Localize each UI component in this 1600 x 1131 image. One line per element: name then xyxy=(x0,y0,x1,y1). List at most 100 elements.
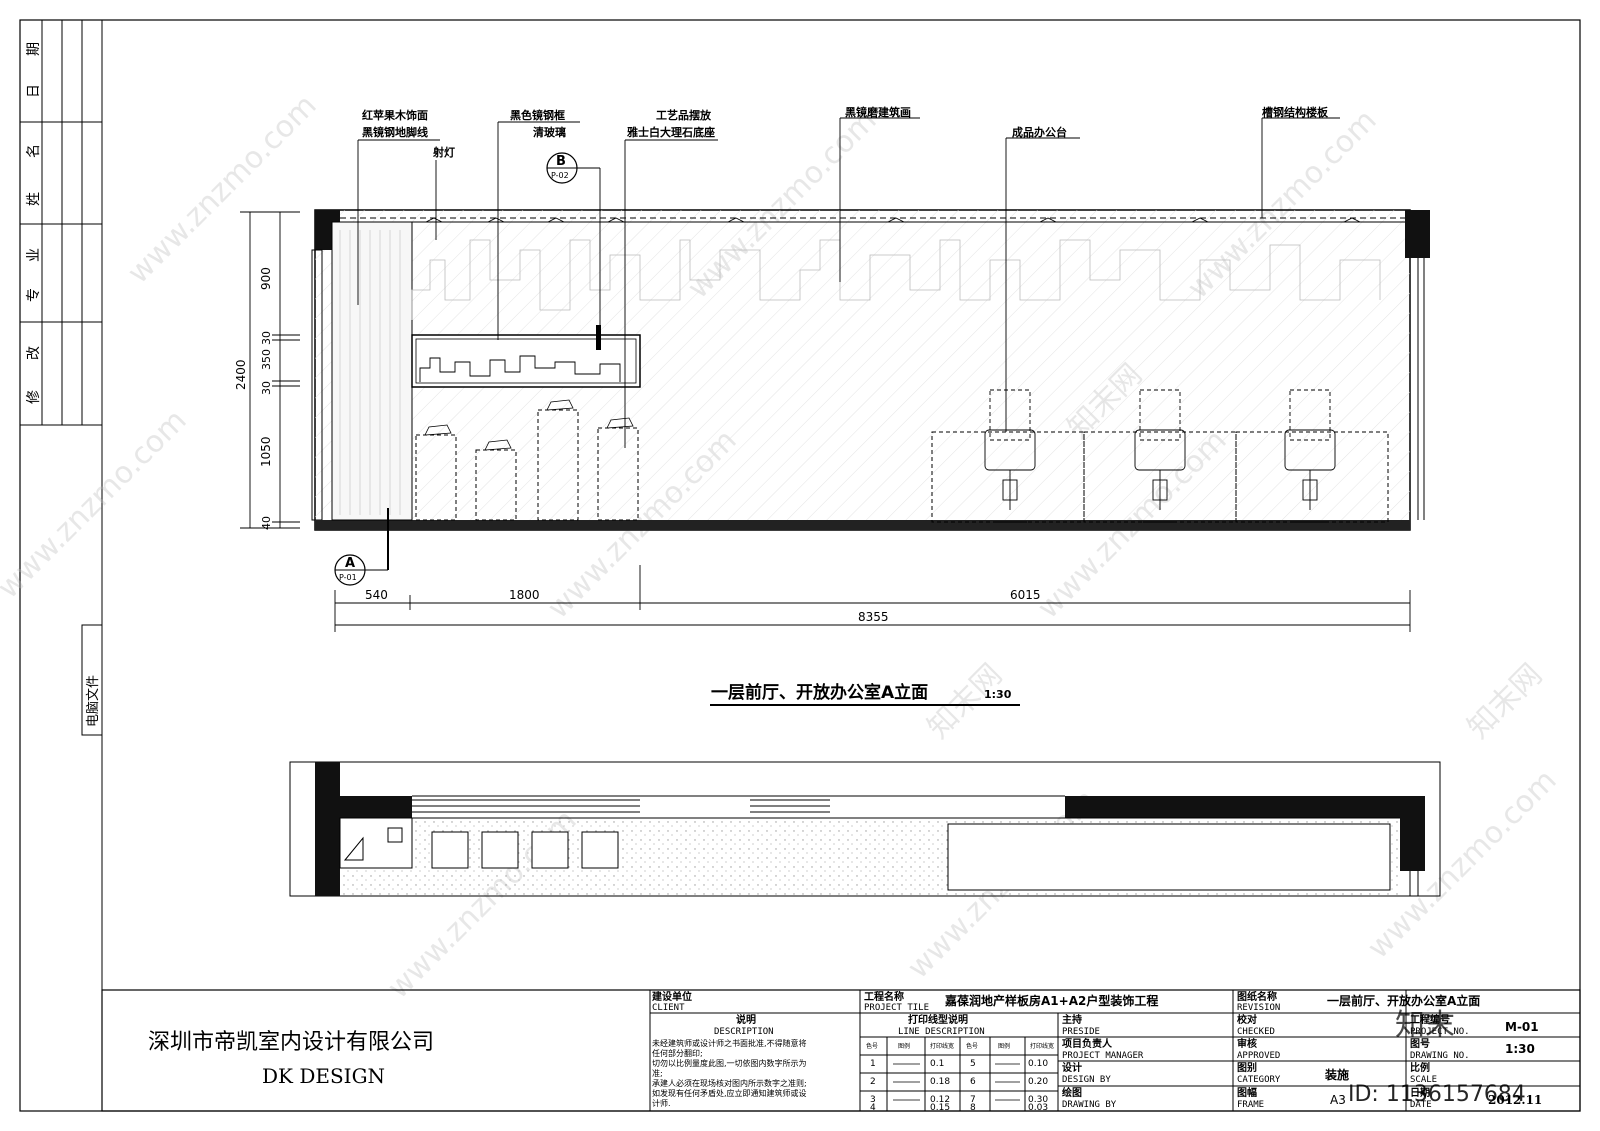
svg-text:CLIENT: CLIENT xyxy=(652,1003,685,1013)
svg-text:DESCRIPTION: DESCRIPTION xyxy=(714,1027,774,1037)
watermark-id: 知末 ID: 1136157684 xyxy=(1348,1008,1526,1107)
section-marker-a: A P-01 xyxy=(334,508,389,586)
vertical-dimensions xyxy=(240,211,300,529)
callout-red-apple-veneer: 红苹果木饰面 xyxy=(362,108,428,122)
svg-text:切勿以比例量度此图,一切依图内数字所示为: 切勿以比例量度此图,一切依图内数字所示为 xyxy=(652,1058,807,1068)
svg-text:日期: 日期 xyxy=(1410,1086,1430,1099)
callout-office-desk: 成品办公台 xyxy=(1012,125,1067,139)
svg-text:主持: 主持 xyxy=(1062,1013,1082,1026)
svg-text:打印线宽: 打印线宽 xyxy=(930,1042,954,1050)
svg-text:40: 40 xyxy=(260,516,273,530)
svg-text:3: 3 xyxy=(870,1095,876,1105)
svg-text:说明: 说明 xyxy=(736,1013,756,1026)
section-marker-b: B P-02 xyxy=(546,152,600,184)
svg-text:PRESIDE: PRESIDE xyxy=(1062,1027,1100,1037)
svg-text:知末网: 知末网 xyxy=(921,657,1009,745)
svg-text:1: 1 xyxy=(870,1059,876,1069)
svg-text:P-02: P-02 xyxy=(551,171,569,180)
project-name: 嘉葆润地产样板房A1+A2户型装饰工程 xyxy=(944,993,1158,1008)
svg-text:图例: 图例 xyxy=(998,1042,1010,1050)
svg-text:350: 350 xyxy=(260,349,273,370)
svg-text:www.znzmo.com: www.znzmo.com xyxy=(121,88,324,291)
svg-text:未经建筑师或设计师之书面批准,不得随意将: 未经建筑师或设计师之书面批准,不得随意将 xyxy=(652,1038,807,1048)
svg-text:装施: 装施 xyxy=(1324,1067,1349,1082)
horizontal-dimensions xyxy=(334,565,1411,632)
svg-text:0.1: 0.1 xyxy=(930,1059,944,1069)
svg-text:P-01: P-01 xyxy=(339,573,357,582)
svg-text:2400: 2400 xyxy=(234,359,248,390)
svg-text:0.18: 0.18 xyxy=(930,1077,950,1087)
callout-craft-display: 工艺品摆放 xyxy=(656,108,712,122)
callout-mirror-painting: 黑镜磨建筑画 xyxy=(845,105,911,119)
sidebar-label-gai: 改 xyxy=(26,346,42,360)
callout-marble-base: 雅士白大理石底座 xyxy=(627,125,715,139)
svg-text:知末: 知末 xyxy=(1395,1008,1455,1043)
sidebar-label-qi: 期 xyxy=(26,42,42,56)
svg-text:0.12: 0.12 xyxy=(930,1095,950,1105)
svg-text:打印线宽: 打印线宽 xyxy=(1030,1042,1054,1050)
svg-text:30: 30 xyxy=(260,381,273,395)
callout-clear-glass: 清玻璃 xyxy=(533,125,566,139)
svg-text:校对: 校对 xyxy=(1237,1013,1257,1026)
svg-text:如发现有任何矛盾处,应立即通知建筑师或设: 如发现有任何矛盾处,应立即通知建筑师或设 xyxy=(652,1088,807,1098)
svg-text:色号: 色号 xyxy=(866,1042,878,1050)
svg-text:0.30: 0.30 xyxy=(1028,1095,1048,1105)
svg-text:1800: 1800 xyxy=(509,588,540,602)
svg-text:0.20: 0.20 xyxy=(1028,1077,1048,1087)
svg-text:www.znzmo.com: www.znzmo.com xyxy=(0,403,194,606)
svg-text:比例: 比例 xyxy=(1410,1061,1430,1074)
sidebar-label-xing: 姓 xyxy=(26,192,42,206)
svg-text:PROJECT NO.: PROJECT NO. xyxy=(1410,1027,1470,1037)
svg-text:LINE DESCRIPTION: LINE DESCRIPTION xyxy=(898,1027,985,1037)
svg-text:项目负责人: 项目负责人 xyxy=(1062,1037,1113,1050)
svg-text:DATE: DATE xyxy=(1410,1100,1432,1110)
svg-text:打印线型说明: 打印线型说明 xyxy=(908,1013,968,1026)
callout-labels: 红苹果木饰面 黑镜钢地脚线 射灯 黑色镜钢框 清玻璃 工艺品摆放 雅士白大理石底… xyxy=(362,105,1329,159)
svg-text:审核: 审核 xyxy=(1237,1037,1257,1050)
svg-text:0.03: 0.03 xyxy=(1028,1103,1048,1113)
svg-text:DESIGN BY: DESIGN BY xyxy=(1062,1075,1111,1085)
revision-value: 一层前厅、开放办公室A立面 xyxy=(1327,993,1480,1008)
sidebar-label-zhuan: 专 xyxy=(26,288,42,302)
plan-drawing xyxy=(289,761,1441,897)
svg-text:APPROVED: APPROVED xyxy=(1237,1051,1280,1061)
callout-steel-slab: 槽钢结构楼板 xyxy=(1262,105,1329,119)
svg-text:M-01: M-01 xyxy=(1505,1020,1539,1034)
svg-text:图号: 图号 xyxy=(1410,1038,1430,1050)
svg-text:ID: 1136157684: ID: 1136157684 xyxy=(1348,1082,1526,1107)
svg-text:900: 900 xyxy=(259,267,273,290)
svg-text:0.15: 0.15 xyxy=(930,1103,950,1113)
svg-text:CATEGORY: CATEGORY xyxy=(1237,1075,1281,1085)
company-name-cn: 深圳市帝凯室内设计有限公司 xyxy=(148,1030,434,1055)
spotlight-icons xyxy=(425,217,1361,223)
svg-text:REVISION: REVISION xyxy=(1237,1003,1280,1013)
vertical-dim-labels: 2400 900 30 350 30 1050 40 xyxy=(234,267,273,530)
company-name-en: DK DESIGN xyxy=(262,1064,385,1088)
svg-text:2012.11: 2012.11 xyxy=(1488,1093,1542,1107)
callout-leaders xyxy=(357,117,1340,448)
svg-text:图例: 图例 xyxy=(898,1042,910,1050)
svg-text:知末网: 知末网 xyxy=(1461,657,1549,745)
svg-text:计师.: 计师. xyxy=(652,1098,671,1108)
svg-text:承建人必须在现场核对图内所示数字之准则;: 承建人必须在现场核对图内所示数字之准则; xyxy=(652,1078,807,1088)
svg-text:SCALE: SCALE xyxy=(1410,1075,1437,1085)
svg-text:1050: 1050 xyxy=(259,436,273,467)
svg-text:B: B xyxy=(556,154,566,169)
svg-text:FRAME: FRAME xyxy=(1237,1100,1264,1110)
svg-text:建设单位: 建设单位 xyxy=(651,990,692,1003)
elevation-drawing xyxy=(311,209,1430,531)
svg-text:5: 5 xyxy=(970,1059,976,1069)
svg-text:540: 540 xyxy=(365,588,388,602)
svg-text:工程编号: 工程编号 xyxy=(1410,1013,1450,1026)
svg-text:设计: 设计 xyxy=(1062,1061,1082,1074)
svg-text:图纸名称: 图纸名称 xyxy=(1237,990,1277,1003)
svg-text:4: 4 xyxy=(870,1103,876,1113)
svg-text:A: A xyxy=(345,556,355,571)
svg-text:0.10: 0.10 xyxy=(1028,1059,1048,1069)
sidebar-label-xiu: 修 xyxy=(26,390,42,404)
horizontal-dim-labels: 540 1800 6015 8355 xyxy=(365,588,1041,624)
drawing-title: 一层前厅、开放办公室A立面 1:30 xyxy=(710,682,1020,706)
sidebar-label-ye: 业 xyxy=(26,248,42,262)
svg-text:DRAWING BY: DRAWING BY xyxy=(1062,1100,1117,1110)
